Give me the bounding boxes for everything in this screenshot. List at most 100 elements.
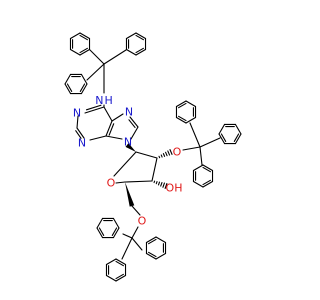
phenyl-trityl2-b <box>218 133 226 145</box>
phenyl-trityl2-a <box>185 100 197 108</box>
hashed-c2-o2 <box>167 150 171 156</box>
atom-label-n3: N <box>78 137 86 150</box>
bond-c2-n3 <box>75 130 82 139</box>
structure-canvas: NH N N N N O O OH O <box>64 32 242 282</box>
atom-label-o5: O <box>138 215 147 228</box>
bond-c4-o <box>115 181 126 184</box>
bond-c2-n3 <box>76 127 85 139</box>
phenyl-trityl3-a <box>98 227 105 236</box>
phenyl-trityl1-a <box>79 34 88 41</box>
bond-trityl2-a <box>189 122 201 148</box>
phenyl-trityl1-b <box>125 48 137 56</box>
phenyl-trityl1-c <box>66 83 73 92</box>
atom-label-nh: NH <box>95 94 113 107</box>
phenyl-trityl3-b <box>148 238 157 245</box>
phenyl-trityl3-c <box>115 274 127 282</box>
phenyl-trityl3-c <box>105 258 117 266</box>
phenyl-trityl1-a <box>79 47 88 54</box>
bond-c4-c5 <box>105 120 113 137</box>
phenyl-trityl3-a <box>96 217 104 229</box>
phenyl-trityl3-c <box>115 258 127 266</box>
phenyl-trityl2-a <box>185 116 197 124</box>
phenyl-trityl1-b <box>125 32 137 40</box>
atom-label-oh3: OH <box>166 182 183 195</box>
phenyl-trityl1-c <box>79 83 86 92</box>
hashed-c2-o2 <box>165 151 168 157</box>
bond-n7-c8 <box>128 119 136 128</box>
phenyl-trityl3-c <box>105 274 117 282</box>
bond-trityl3-a <box>122 233 133 239</box>
bond-c2-c3 <box>151 157 158 182</box>
bond-c6-n1 <box>85 104 102 111</box>
phenyl-trityl3-b <box>155 236 167 244</box>
bond-c1-c2 <box>135 151 158 159</box>
bond-c8-n9 <box>130 126 139 140</box>
hashed-c3-oh <box>162 182 165 188</box>
bond-trityl1-b <box>103 49 127 65</box>
phenyl-trityl2-c <box>202 179 211 186</box>
phenyl-trityl2-a <box>178 102 187 109</box>
hashed-c3-oh <box>157 181 161 186</box>
phenyl-trityl2-b <box>234 123 242 135</box>
bond-trityl1-a <box>89 49 105 65</box>
hashed-c3-oh <box>164 183 168 189</box>
phenyl-trityl3-a <box>112 227 120 239</box>
bond-c5-c6 <box>103 106 113 122</box>
atom-label-layer: NH N N N N O O OH O <box>73 94 183 228</box>
bond-layer <box>64 32 242 282</box>
phenyl-trityl1-c <box>64 73 72 85</box>
phenyl-trityl2-b <box>234 133 242 145</box>
phenyl-trityl2-a <box>178 115 187 122</box>
phenyl-trityl3-c <box>115 273 124 280</box>
bond-c4-c5 <box>108 123 115 136</box>
wedge-c4-c5 <box>125 182 135 207</box>
bond-trityl3-c <box>121 237 133 260</box>
molecule-diagram: NH N N N N O O OH O <box>64 32 242 282</box>
phenyl-trityl3-b <box>148 251 157 258</box>
bond-trityl2-b <box>199 137 221 148</box>
phenyl-trityl1-c <box>64 83 72 95</box>
bond-trityl3-b <box>131 237 143 251</box>
phenyl-trityl1-c <box>80 83 88 95</box>
atom-label-ring-o: O <box>107 177 116 190</box>
phenyl-trityl2-c <box>202 180 214 188</box>
phenyl-trityl3-c <box>115 260 124 267</box>
bond-c6-n1 <box>84 106 105 114</box>
phenyl-trityl2-c <box>192 164 204 172</box>
bond-c5-n7 <box>111 113 124 122</box>
hashed-c3-oh <box>155 181 158 185</box>
hashed-c3-oh <box>160 182 163 187</box>
bond-o5-ctr <box>131 226 139 239</box>
phenyl-trityl2-c <box>202 164 214 172</box>
bond-c3-c4 <box>124 180 153 183</box>
phenyl-trityl2-c <box>192 180 204 188</box>
phenyl-trityl3-b <box>145 236 157 244</box>
phenyl-trityl2-b <box>218 123 226 135</box>
bond-trityl2-c <box>199 146 203 166</box>
phenyl-trityl1-b <box>135 48 147 56</box>
phenyl-trityl1-c <box>80 73 88 85</box>
phenyl-trityl3-a <box>96 227 104 239</box>
hashed-c2-o2 <box>162 153 166 157</box>
bond-trityl1-c <box>86 63 105 81</box>
phenyl-trityl2-a <box>175 116 187 124</box>
hashed-c3-oh <box>153 180 156 184</box>
bond-c4-n9 <box>105 135 123 140</box>
phenyl-trityl2-b <box>233 133 240 142</box>
phenyl-trityl1-b <box>135 32 147 40</box>
phenyl-trityl3-b <box>155 252 167 260</box>
hashed-c2-o2 <box>169 149 173 155</box>
atom-label-n1: N <box>73 107 81 120</box>
bond-n1-c2 <box>76 115 79 129</box>
phenyl-trityl2-a <box>175 100 187 108</box>
bond-n7-c8 <box>129 116 139 128</box>
atom-label-n9: N <box>124 136 132 149</box>
hashed-c2-o2 <box>158 155 161 159</box>
phenyl-trityl2-b <box>220 133 227 142</box>
bond-o-c1 <box>113 151 137 177</box>
phenyl-trityl1-b <box>135 47 144 54</box>
bond-n3-c4 <box>89 135 107 141</box>
phenyl-trityl3-a <box>111 227 118 236</box>
atom-label-n7: N <box>125 106 133 119</box>
phenyl-trityl1-a <box>79 48 91 56</box>
